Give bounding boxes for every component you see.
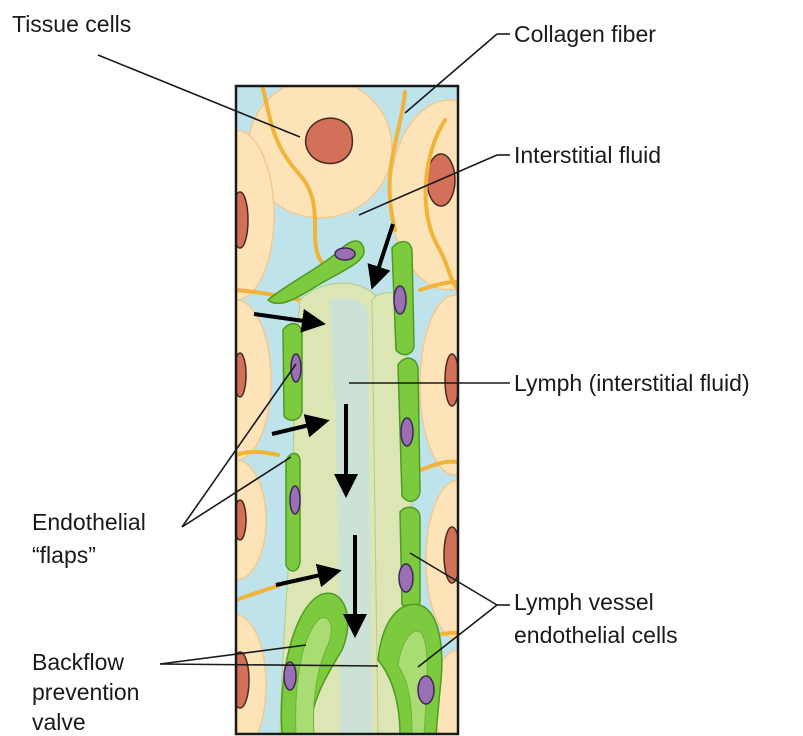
- endothelial-nucleus: [290, 486, 300, 514]
- endothelial-nucleus: [394, 286, 406, 314]
- label-lymph: Lymph (interstitial fluid): [514, 370, 750, 396]
- label-interstitial-fluid: Interstitial fluid: [514, 142, 661, 168]
- label-endothelial-flaps-2: “flaps”: [32, 542, 96, 568]
- tissue-cell-nucleus: [231, 652, 249, 708]
- label-lymph-vessel-1: Lymph vessel: [514, 589, 654, 615]
- endothelial-nucleus: [418, 676, 434, 704]
- label-endothelial-flaps-1: Endothelial: [32, 509, 146, 535]
- endothelial-nucleus: [399, 564, 413, 592]
- tissue-cell-nucleus: [306, 118, 353, 163]
- label-tissue-cells: Tissue cells: [12, 11, 131, 37]
- label-backflow-3: valve: [32, 709, 86, 735]
- label-backflow-2: prevention: [32, 679, 139, 705]
- label-lymph-vessel-2: endothelial cells: [514, 622, 678, 648]
- label-collagen-fiber: Collagen fiber: [514, 21, 656, 47]
- label-backflow-1: Backflow: [32, 649, 124, 675]
- tissue-cell-nucleus: [232, 192, 248, 248]
- tissue-panel: [198, 78, 510, 736]
- endothelial-nucleus: [401, 418, 413, 446]
- endothelial-nucleus: [284, 662, 296, 690]
- endothelial-nucleus: [335, 248, 355, 260]
